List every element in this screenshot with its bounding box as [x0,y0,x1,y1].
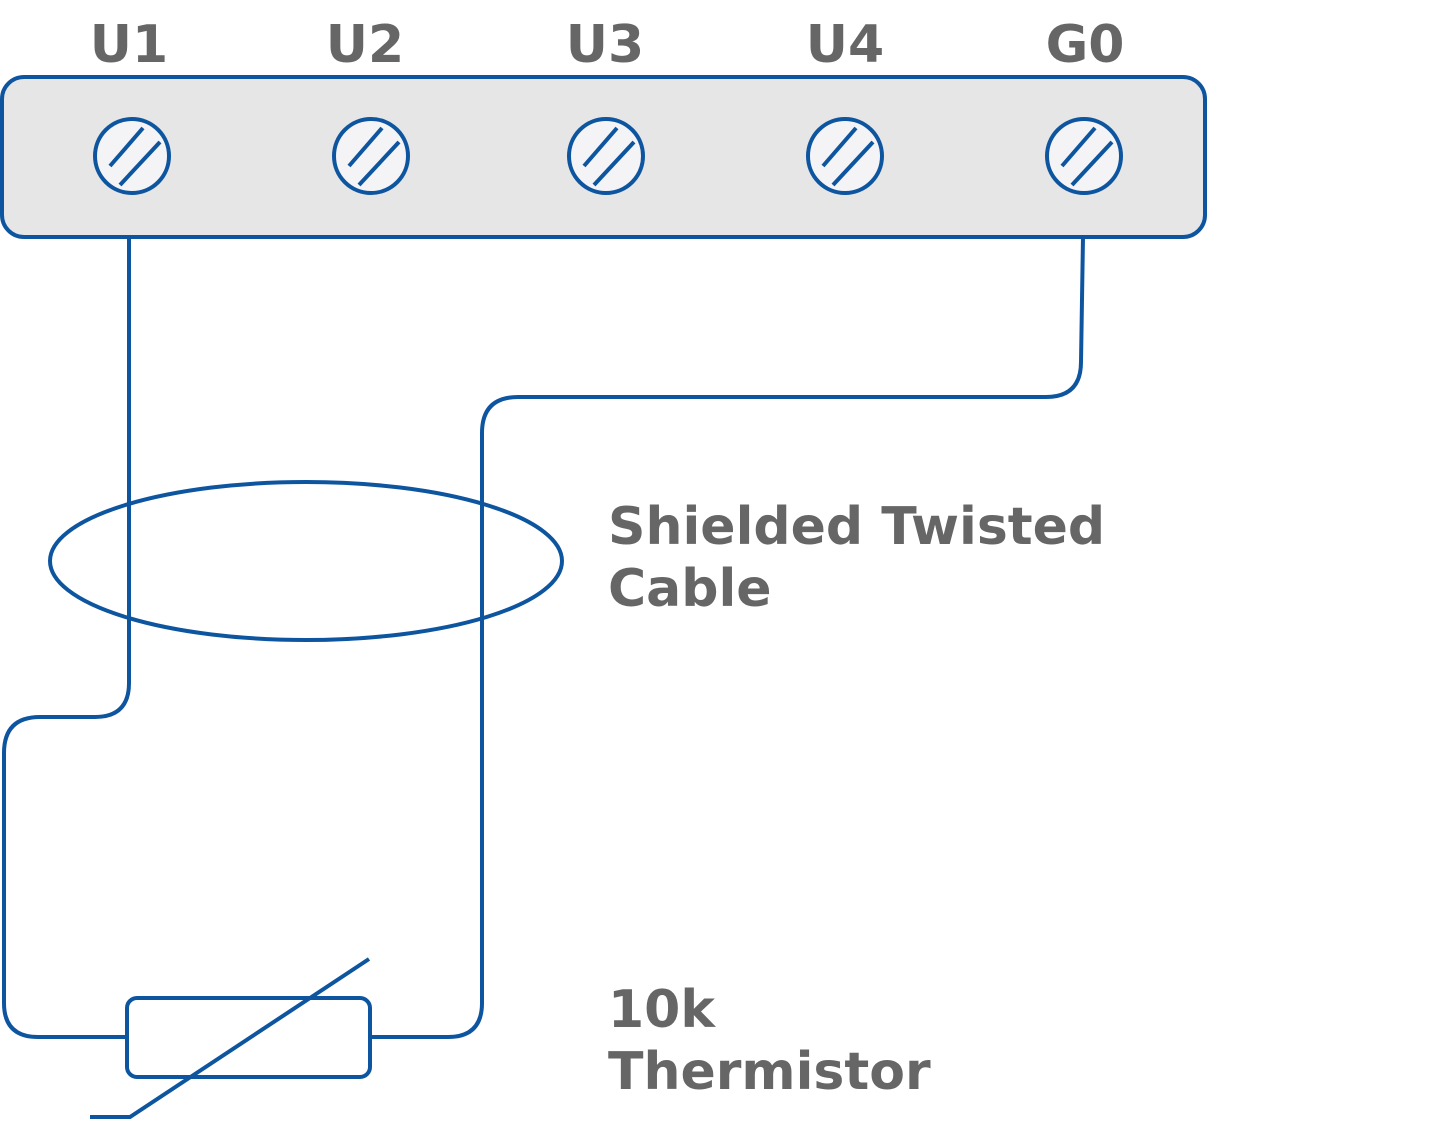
wire-g0 [370,236,1085,1039]
cable-label-line1: Shielded Twisted [608,497,1106,557]
cable-shield-ellipse [48,480,564,642]
screw-u3[interactable] [567,117,645,195]
thermistor-slash [90,957,371,1119]
screw-u1[interactable] [93,117,171,195]
cable-label-line2: Cable [608,559,772,619]
thermistor-label: 10k Thermistor [608,979,931,1103]
terminal-label-u4: U4 [805,15,885,75]
terminal-label-u2: U2 [325,15,405,75]
thermistor-label-line2: Thermistor [608,1042,931,1102]
screw-g0[interactable] [1045,117,1123,195]
terminal-label-g0: G0 [1045,15,1125,75]
terminal-label-u1: U1 [89,15,169,75]
thermistor-label-line1: 10k [608,980,715,1040]
cable-label: Shielded Twisted Cable [608,496,1105,620]
wire-u1 [2,237,131,1039]
screw-u2[interactable] [332,117,410,195]
terminal-label-u3: U3 [565,15,645,75]
screw-u4[interactable] [806,117,884,195]
